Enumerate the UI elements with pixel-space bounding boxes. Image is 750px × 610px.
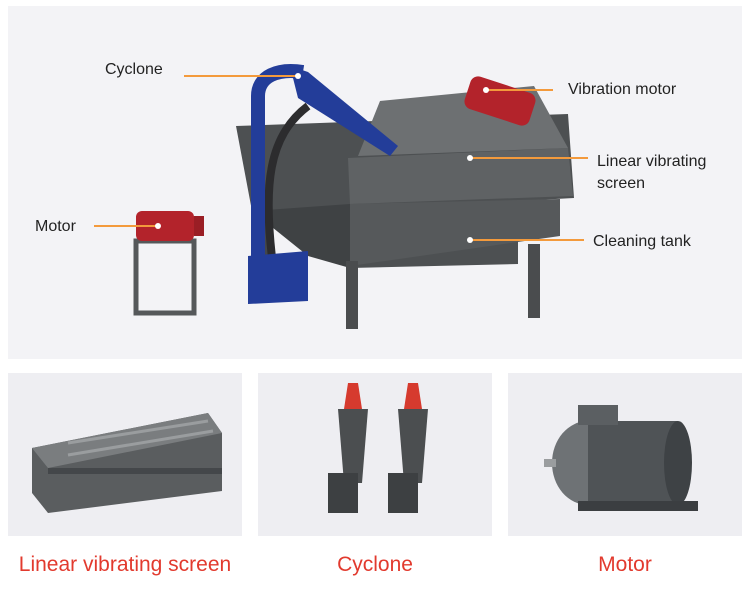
caption-linear-vibrating-screen: Linear vibrating screen — [8, 536, 242, 601]
motor-pulley — [194, 216, 204, 236]
card-cyclone: Cyclone — [258, 373, 492, 601]
linear-vibrating-screen-label-line1: Linear vibrating — [597, 153, 707, 170]
motor-leader-dot — [155, 223, 161, 229]
leg-1 — [346, 261, 358, 329]
vibrating-screen-icon — [32, 413, 222, 513]
motor-image — [508, 373, 742, 536]
card-vibrating-screen: Linear vibrating screen — [8, 373, 242, 601]
caption-motor: Motor — [508, 536, 742, 601]
card-motor: Motor — [508, 373, 742, 601]
sand-washing-machine-illustration — [94, 64, 588, 329]
tank-end — [252, 204, 350, 268]
component-cards: Linear vibrating screen Cyclone — [8, 373, 742, 601]
pump — [248, 251, 308, 304]
screen-side-panel — [348, 148, 573, 204]
tank-leader-dot — [467, 237, 473, 243]
electric-motor-icon — [544, 405, 698, 511]
vibration-motor-leader-dot — [483, 87, 489, 93]
cyclone-label: Cyclone — [105, 61, 163, 78]
cleaning-tank — [350, 199, 560, 266]
hose — [264, 102, 311, 267]
leg-2 — [528, 244, 540, 318]
cyclone-leader-dot — [295, 73, 301, 79]
linear-vibrating-screen-label-line2: screen — [597, 175, 646, 192]
cyclone-icon — [328, 383, 428, 513]
cleaning-tank-label: Cleaning tank — [593, 233, 691, 250]
vibrating-screen-image — [8, 373, 242, 536]
screen-leader-dot — [467, 155, 473, 161]
motor-housing — [136, 211, 194, 241]
motor-label: Motor — [35, 218, 76, 235]
cyclone-body — [290, 66, 398, 156]
motor-stand — [133, 238, 197, 316]
vibration-motor-housing — [464, 76, 536, 126]
caption-cyclone: Cyclone — [258, 536, 492, 601]
machine-diagram-panel: Cyclone Vibration motor Linear vibrating… — [8, 6, 742, 359]
vibration-motor-label: Vibration motor — [568, 81, 677, 98]
cyclone-image — [258, 373, 492, 536]
